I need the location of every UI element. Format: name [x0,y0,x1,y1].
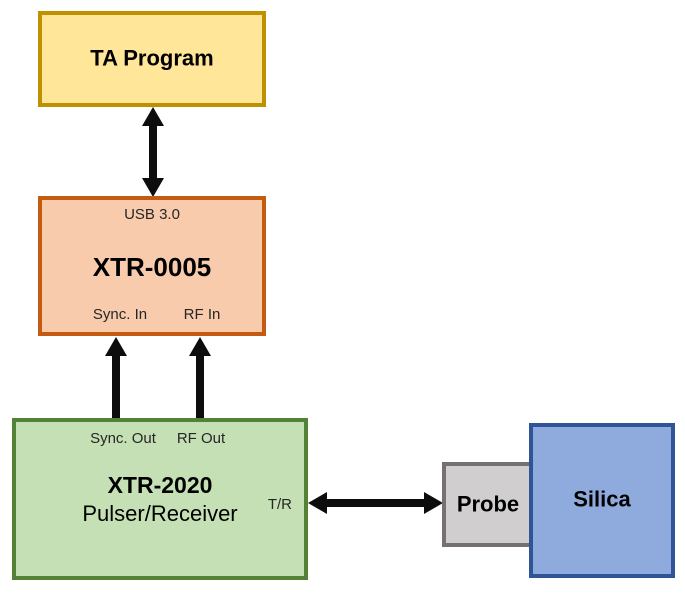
sync-connection-arrow [101,337,131,418]
node-xtr-2020: Sync. Out RF Out XTR-2020 Pulser/Receive… [12,418,308,580]
double-arrow-vertical-shape [142,107,164,197]
up-arrow-shape [189,337,211,418]
probe-label: Probe [456,490,520,516]
xtr-2020-sync-out-port-label: Sync. Out [90,430,156,447]
xtr-2020-title-block: XTR-2020 Pulser/Receiver [16,471,304,527]
node-ta-program: TA Program [38,11,266,107]
node-probe: Probe [442,462,534,547]
silica-label: Silica [573,486,631,512]
xtr-0005-usb-port-label: USB 3.0 [124,206,180,223]
xtr-2020-title: XTR-2020 [107,471,213,498]
node-xtr-0005: USB 3.0 XTR-0005 Sync. In RF In [38,196,266,336]
xtr-0005-sync-in-port-label: Sync. In [92,306,148,323]
xtr-0005-title: XTR-0005 [92,252,212,282]
usb-connection-arrow [138,107,168,197]
rf-connection-arrow [185,337,215,418]
node-silica: Silica [529,423,675,578]
xtr-2020-tr-port-label: T/R [267,496,292,513]
xtr-0005-rf-in-port-label: RF In [183,306,221,323]
up-arrow-shape [105,337,127,418]
xtr-2020-subtitle: Pulser/Receiver [82,500,238,526]
probe-connection-arrow [308,488,443,518]
double-arrow-horizontal-shape [308,492,443,514]
xtr-2020-rf-out-port-label: RF Out [176,430,226,447]
ta-program-label: TA Program [90,45,214,71]
